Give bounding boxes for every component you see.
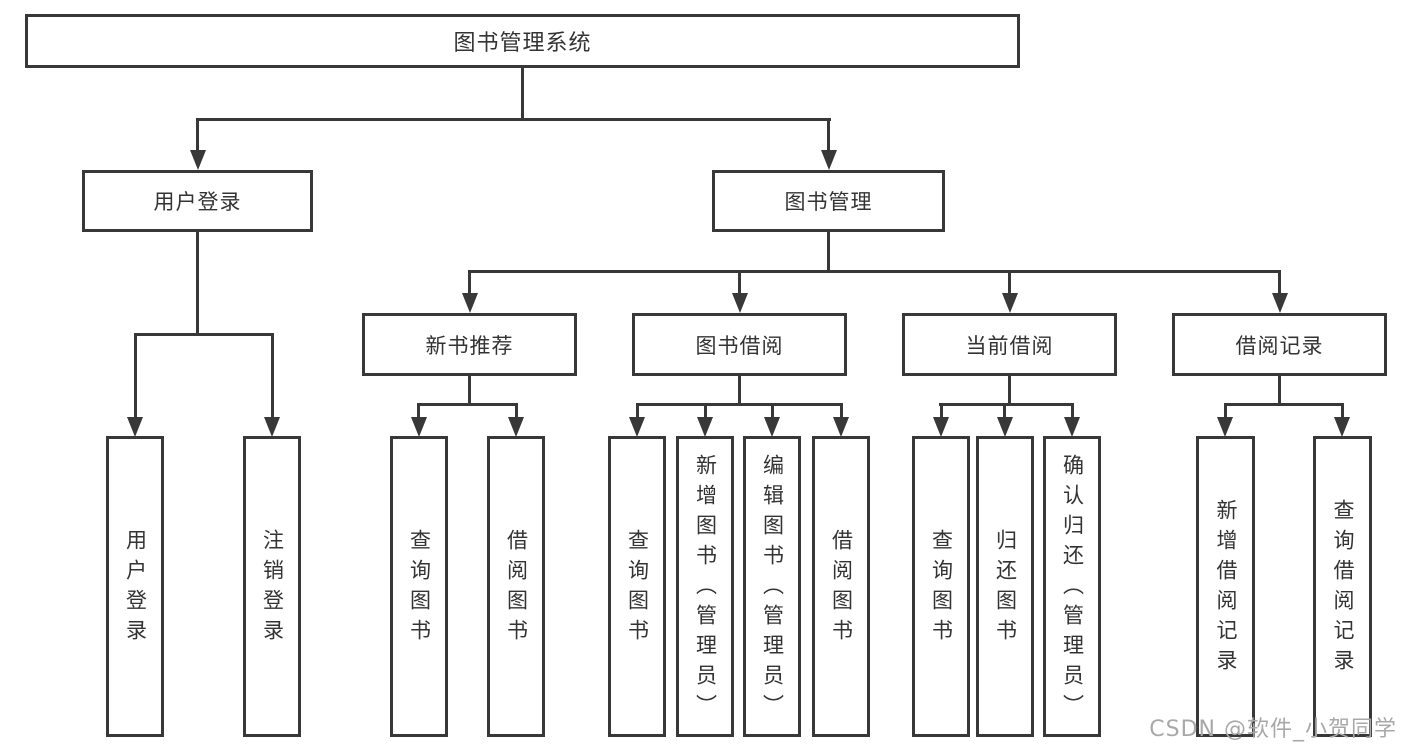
arrow-down-icon [732, 293, 748, 313]
watermark-text: CSDN @软件_小贺同学 [1149, 717, 1397, 742]
connector-line [1008, 373, 1011, 405]
leaf-newbooks-borrow: 借阅图书 [487, 436, 545, 737]
connector-line [417, 403, 518, 406]
arrow-down-icon [508, 417, 524, 437]
connector-line [636, 403, 639, 419]
connector-line [636, 403, 842, 406]
connector-line [196, 118, 831, 121]
node-book-borrow: 图书借阅 [632, 313, 847, 376]
arrow-down-icon [933, 417, 949, 437]
connector-line [827, 118, 830, 152]
connector-line [704, 403, 707, 419]
connector-line [271, 333, 274, 418]
connector-line [1278, 373, 1281, 405]
connector-line [1224, 403, 1344, 406]
leaf-user-login: 用户登录 [106, 436, 164, 737]
connector-line [1224, 403, 1227, 419]
connector-line [134, 333, 274, 336]
leaf-current-query: 查询图书 [912, 436, 970, 737]
connector-line [738, 373, 741, 405]
arrow-down-icon [821, 150, 837, 170]
node-root-system: 图书管理系统 [25, 14, 1020, 68]
leaf-borrow-add-admin: 新增图书（管理员） [676, 436, 734, 737]
connector-line [196, 118, 199, 152]
node-new-book-recommend: 新书推荐 [362, 313, 577, 376]
node-current-borrow: 当前借阅 [902, 313, 1117, 376]
leaf-records-query: 查询借阅记录 [1313, 436, 1372, 737]
arrow-down-icon [264, 417, 280, 437]
arrow-down-icon [1064, 417, 1080, 437]
connector-line [1341, 403, 1344, 419]
connector-line [939, 403, 1073, 406]
connector-line [521, 66, 524, 119]
connector-line [840, 403, 843, 419]
arrow-down-icon [190, 150, 206, 170]
leaf-borrow-edit-admin: 编辑图书（管理员） [743, 436, 801, 737]
arrow-down-icon [1217, 417, 1233, 437]
connector-line [738, 270, 741, 295]
connector-line [468, 270, 1281, 273]
leaf-newbooks-query: 查询图书 [390, 436, 448, 737]
connector-line [771, 403, 774, 419]
node-book-management: 图书管理 [712, 170, 945, 232]
arrow-down-icon [764, 417, 780, 437]
arrow-down-icon [997, 417, 1013, 437]
arrow-down-icon [629, 417, 645, 437]
leaf-borrow-query: 查询图书 [608, 436, 666, 737]
arrow-down-icon [697, 417, 713, 437]
leaf-logout: 注销登录 [243, 436, 301, 737]
connector-line [1071, 403, 1074, 419]
node-borrow-records: 借阅记录 [1172, 313, 1387, 376]
connector-line [1003, 403, 1006, 419]
leaf-current-return: 归还图书 [976, 436, 1034, 737]
arrow-down-icon [1272, 293, 1288, 313]
connector-line [134, 333, 137, 418]
leaf-borrow-borrow: 借阅图书 [812, 436, 870, 737]
connector-line [1278, 270, 1281, 295]
connector-line [417, 403, 420, 419]
leaf-records-add: 新增借阅记录 [1196, 436, 1255, 737]
arrow-down-icon [127, 417, 143, 437]
arrow-down-icon [833, 417, 849, 437]
arrow-down-icon [411, 417, 427, 437]
leaf-current-confirm-admin: 确认归还（管理员） [1043, 436, 1101, 737]
node-user-login: 用户登录 [82, 170, 313, 232]
connector-line [940, 403, 943, 419]
connector-line [1008, 270, 1011, 295]
connector-line [515, 403, 518, 419]
arrow-down-icon [462, 293, 478, 313]
connector-line [196, 230, 199, 335]
connector-line [468, 270, 471, 295]
connector-line [827, 230, 830, 272]
arrow-down-icon [1002, 293, 1018, 313]
connector-line [468, 373, 471, 405]
arrow-down-icon [1334, 417, 1350, 437]
